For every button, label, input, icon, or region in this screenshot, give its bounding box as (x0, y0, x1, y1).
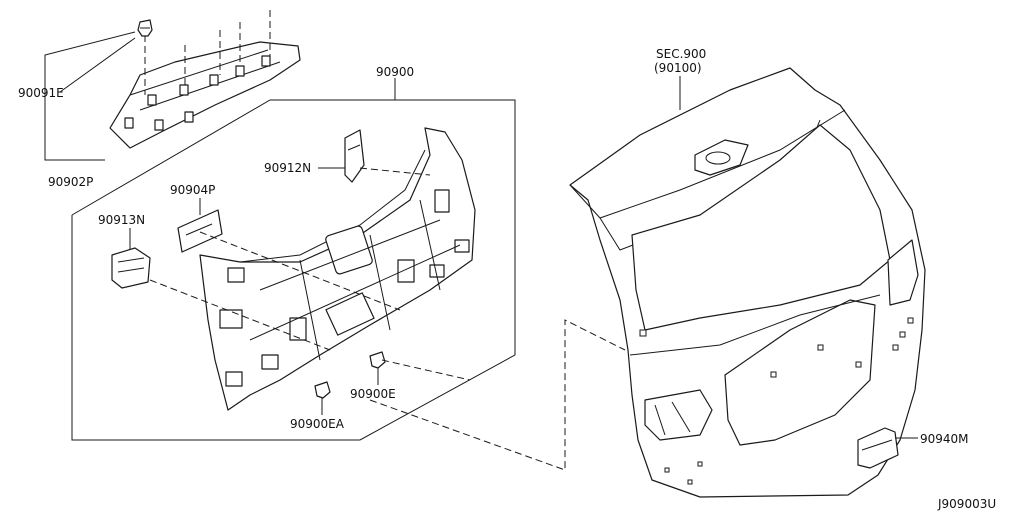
clip-90900EA (314, 381, 331, 399)
back-door-panel (569, 67, 926, 498)
label-90940M: 90940M (920, 432, 969, 446)
clip-90900E (369, 351, 386, 369)
label-90900: 90900 (376, 65, 414, 79)
label-90912N: 90912N (264, 161, 311, 175)
assembly-bracket (71, 99, 516, 441)
bracket-90912N (344, 129, 365, 183)
label-90904P: 90904P (170, 183, 215, 197)
upper-trim-90902P (44, 10, 301, 161)
label-90900E: 90900E (350, 387, 396, 401)
handle-90940M (857, 427, 899, 469)
label-sec-90100: (90100) (654, 61, 702, 75)
label-90900EA: 90900EA (290, 417, 345, 431)
cover-90913N (111, 247, 151, 289)
label-90091E: 90091E (18, 86, 64, 100)
label-90902P: 90902P (48, 175, 93, 189)
label-90913N: 90913N (98, 213, 145, 227)
label-sec-900: SEC.900 (656, 47, 706, 61)
back-door-trim-90900 (199, 127, 476, 411)
diagram-id: J909003U (937, 497, 996, 511)
bracket-90904P (177, 209, 223, 253)
